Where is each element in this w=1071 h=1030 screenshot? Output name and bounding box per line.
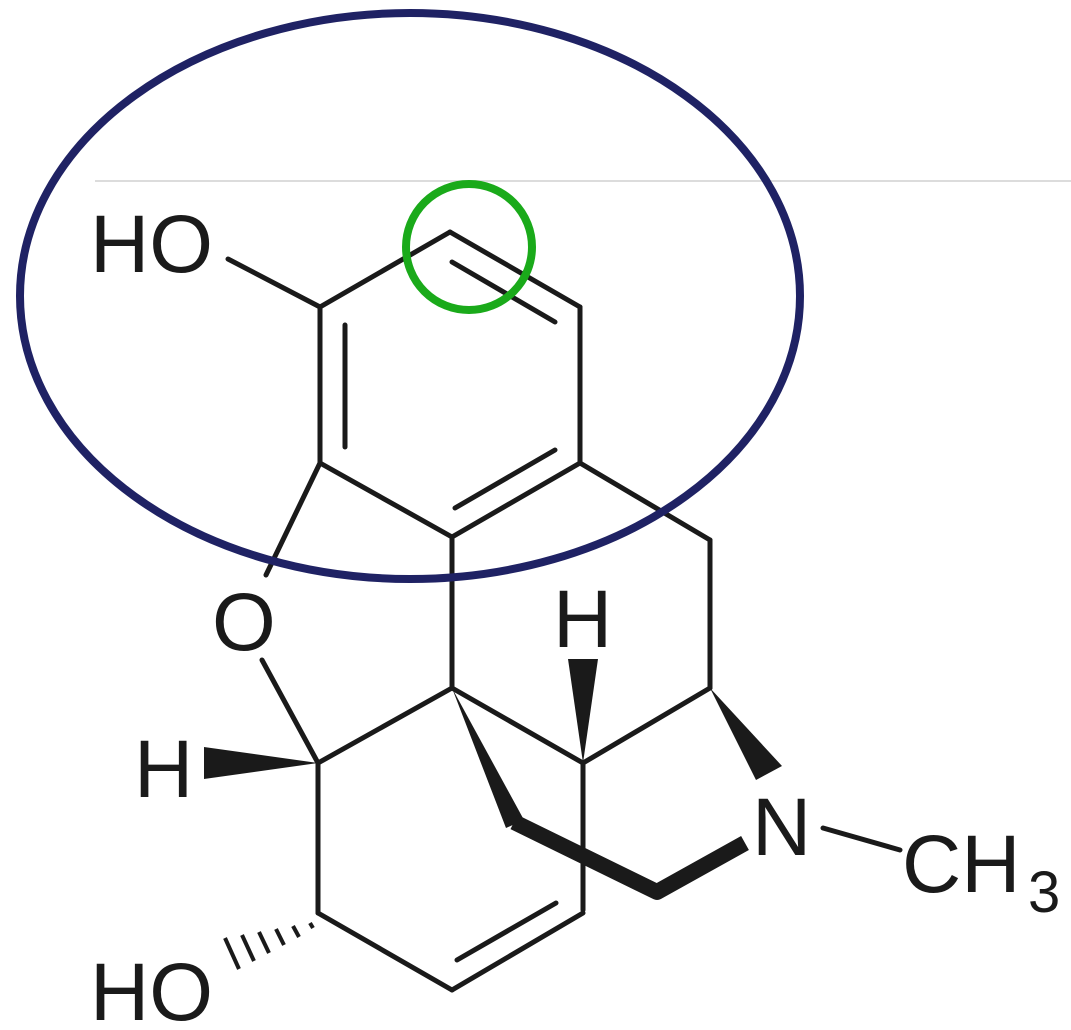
bond bbox=[315, 910, 455, 993]
double-bond-inner bbox=[449, 259, 558, 325]
hydroxyl-label-top: HO bbox=[90, 199, 213, 290]
double-bond-inner bbox=[454, 900, 559, 963]
hydroxyl-label-bottom: HO bbox=[90, 947, 213, 1030]
bond bbox=[259, 657, 321, 766]
wedge-bond bbox=[710, 688, 782, 780]
methyl-label: CH bbox=[902, 819, 1020, 910]
bond bbox=[449, 910, 586, 993]
bond bbox=[820, 825, 903, 853]
wedge-bond bbox=[204, 747, 318, 779]
wedge-bonds bbox=[204, 659, 782, 828]
hydrogen-label-left: H bbox=[134, 724, 193, 815]
nitrogen-label: N bbox=[752, 782, 811, 873]
oxygen-label: O bbox=[212, 577, 276, 668]
bond bbox=[317, 229, 453, 310]
hashed-bond bbox=[223, 921, 315, 970]
bond bbox=[263, 460, 323, 578]
bond bbox=[447, 229, 583, 310]
wedge-bond bbox=[568, 659, 598, 763]
methyl-subscript: 3 bbox=[1028, 860, 1060, 925]
double-bond-inner bbox=[452, 447, 558, 511]
wedge-bond bbox=[452, 688, 524, 828]
bond bbox=[225, 256, 323, 310]
bond bbox=[449, 460, 583, 540]
bond bbox=[317, 460, 455, 540]
hydrogen-label-mid: H bbox=[553, 574, 612, 665]
bold-bond bbox=[510, 814, 749, 900]
aromatic-ring-highlight bbox=[16, 9, 804, 583]
bond bbox=[577, 460, 713, 543]
carbon-atom-highlight bbox=[402, 180, 536, 314]
bond bbox=[449, 685, 586, 766]
bold-bonds bbox=[510, 814, 749, 900]
bond bbox=[580, 685, 713, 766]
bond bbox=[315, 685, 455, 766]
bonds bbox=[225, 229, 903, 993]
